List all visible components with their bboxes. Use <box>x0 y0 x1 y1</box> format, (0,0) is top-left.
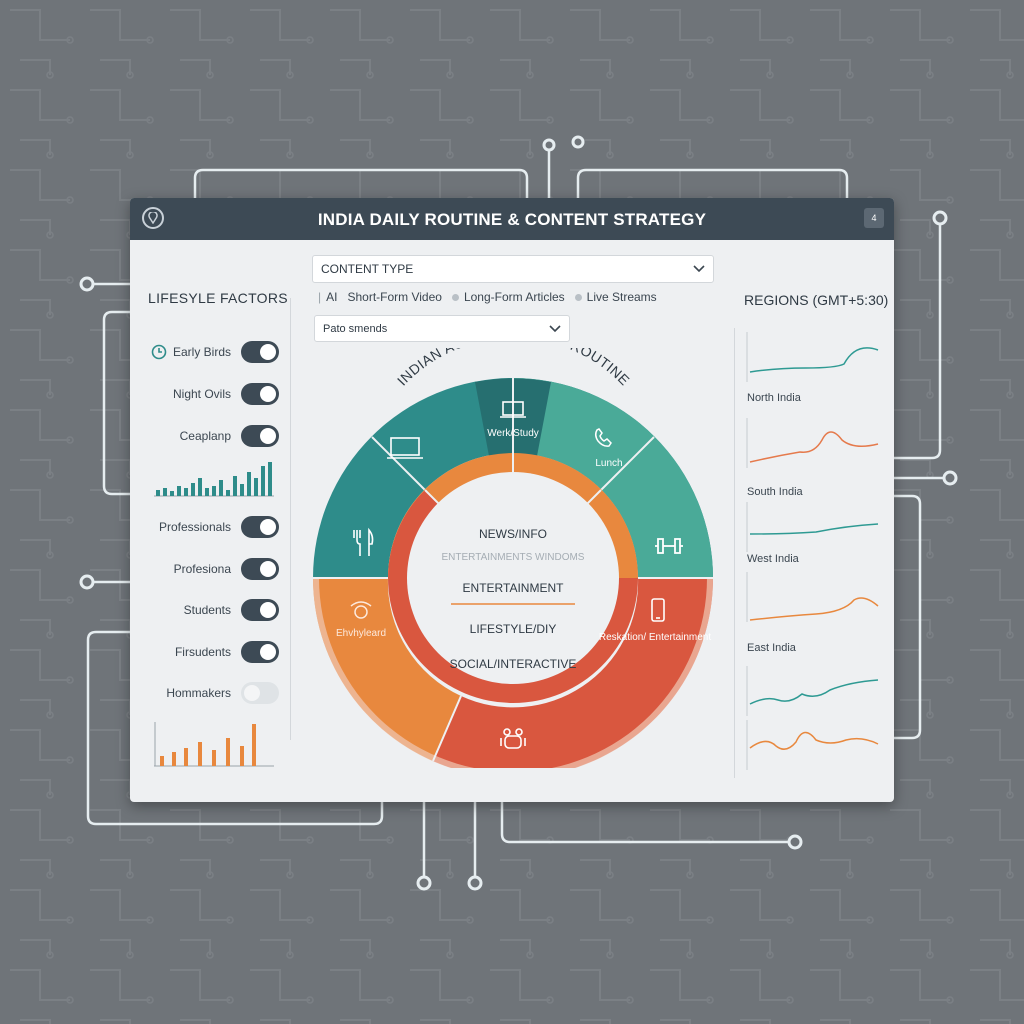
wifi-icon <box>350 601 372 619</box>
ceaplanp-toggle[interactable] <box>241 425 279 447</box>
phone-icon <box>594 428 612 447</box>
toggle-label: Professionals <box>158 520 231 534</box>
filter-label: Short-Form Video <box>347 290 442 304</box>
early-birds-toggle[interactable] <box>241 341 279 363</box>
sparkline-west-orange <box>746 572 879 622</box>
label-evening: Ehvhyleard <box>336 628 386 639</box>
profesiona-toggle[interactable] <box>241 558 279 580</box>
content-type-select[interactable]: CONTENT TYPE <box>312 255 714 283</box>
window-menu-button[interactable]: 4 <box>864 208 884 228</box>
dot-icon <box>451 293 459 301</box>
toggle-label: Students <box>183 603 231 617</box>
students-toggle[interactable] <box>241 599 279 621</box>
toggle-label: Hommakers <box>166 686 231 700</box>
segment-select-label: Pato smends <box>323 322 388 335</box>
segment-evening[interactable] <box>313 578 461 761</box>
sparkline-east-orange <box>746 720 879 770</box>
content-filter-chips: |AI Short-Form Video Long-Form Articles … <box>318 290 657 304</box>
filter-short-form-video[interactable]: Short-Form Video <box>347 290 441 304</box>
left-divider <box>290 298 291 740</box>
filter-live-streams[interactable]: Live Streams <box>574 290 657 304</box>
toggle-label: Firsudents <box>174 645 231 659</box>
filter-label: Live Streams <box>586 290 657 304</box>
segment-select[interactable]: Pato smends <box>314 315 570 342</box>
lifestyle-panel: LIFESYLE FACTORS Early Birds Night Ovils… <box>130 240 295 802</box>
toggle-row-night-owls[interactable]: Night Ovils <box>173 382 279 406</box>
toggle-row-hommakers[interactable]: Hommakers <box>166 681 279 705</box>
sparkline-south-teal <box>746 502 879 552</box>
dashboard-window: INDIA DAILY ROUTINE & CONTENT STRATEGY 4… <box>130 198 894 802</box>
segment-relaxation[interactable] <box>433 578 713 768</box>
lifestyle-panel-title: LIFESYLE FACTORS <box>148 290 288 306</box>
region-label-north: North India <box>747 392 801 404</box>
right-divider <box>734 328 735 778</box>
toggle-row-early-birds[interactable]: Early Birds <box>151 340 279 364</box>
label-lunch: Lunch <box>595 458 622 469</box>
content-type-label: CONTENT TYPE <box>321 262 414 276</box>
toggle-label: Early Birds <box>172 345 231 359</box>
center-item-entertainment: ENTERTAINMENT <box>463 581 565 595</box>
center-item-news: NEWS/INFO <box>479 527 547 541</box>
center-item-social: SOCIAL/INTERACTIVE <box>450 657 577 671</box>
daily-routine-wheel: INDIAN AUDIENCE DAILY ROUTINE <box>313 348 713 768</box>
fork-knife-icon <box>353 527 374 556</box>
region-label-south: South India <box>747 486 803 498</box>
filter-ai[interactable]: |AI <box>318 290 338 304</box>
professionals-toggle[interactable] <box>241 516 279 538</box>
center-item-entertainment-windows: ENTERTAINMENTS WINDOMS <box>442 552 585 563</box>
sparkline-north-teal <box>746 332 879 382</box>
firsudents-toggle[interactable] <box>241 641 279 663</box>
toggle-label: Ceaplanp <box>179 429 231 443</box>
chevron-down-icon <box>693 265 705 273</box>
filter-label: Long-Form Articles <box>463 290 565 304</box>
laptop-icon <box>387 437 423 459</box>
toggle-row-ceaplanp[interactable]: Ceaplanp <box>180 424 279 448</box>
chevron-down-icon <box>549 324 561 332</box>
laptop-icon <box>500 401 526 418</box>
filter-long-form-articles[interactable]: Long-Form Articles <box>451 290 565 304</box>
region-label-east: East India <box>747 642 796 654</box>
toggle-row-students[interactable]: Students <box>184 598 279 622</box>
toggle-row-profesiona[interactable]: Profesiona <box>174 557 279 581</box>
orange-mini-bar-chart <box>154 722 274 767</box>
inner-ring-top <box>388 453 638 578</box>
clock-icon <box>151 344 167 360</box>
center-item-lifestyle: LIFESTYLE/DIY <box>470 622 557 636</box>
night-owls-toggle[interactable] <box>241 383 279 405</box>
toggle-row-firsudents[interactable]: Firsudents <box>175 640 279 664</box>
dot-icon <box>574 293 582 301</box>
regions-title: REGIONS (GMT+5:30) <box>744 292 889 308</box>
filter-label: AI <box>326 290 338 304</box>
sparkline-east-teal <box>746 666 879 716</box>
family-icon <box>500 728 526 749</box>
label-work-study: Werk/Study <box>487 428 539 439</box>
toggle-row-professionals[interactable]: Professionals <box>159 515 279 539</box>
toggle-label: Night Ovils <box>172 387 231 401</box>
dumbbell-icon <box>655 538 683 554</box>
hommakers-toggle[interactable] <box>241 682 279 704</box>
center-disk <box>407 472 619 684</box>
location-pin-icon[interactable] <box>142 207 164 229</box>
title-bar: INDIA DAILY ROUTINE & CONTENT STRATEGY 4 <box>130 198 894 240</box>
label-relaxation: Reskation/ Entertainment <box>599 632 712 643</box>
toggle-label: Profesiona <box>173 562 231 576</box>
region-label-west: West India <box>747 553 799 565</box>
smartphone-icon <box>651 598 665 622</box>
teal-mini-bar-chart <box>154 462 274 497</box>
window-title: INDIA DAILY ROUTINE & CONTENT STRATEGY <box>317 210 707 229</box>
sparkline-north-orange <box>746 418 879 468</box>
inner-ring-bottom <box>388 578 638 703</box>
